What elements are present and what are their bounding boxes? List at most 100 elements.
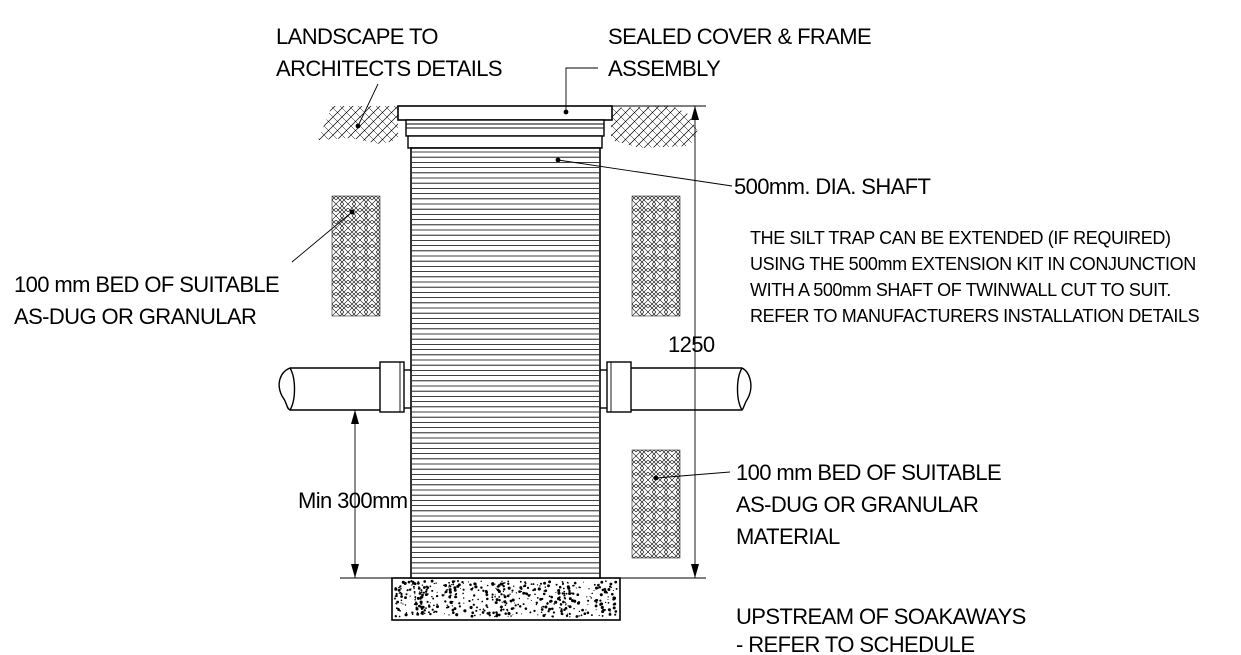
- shaft-label: 500mm. DIA. SHAFT: [734, 174, 931, 199]
- concrete-speckle: [608, 585, 612, 588]
- concrete-speckle: [517, 603, 520, 606]
- concrete-speckle: [448, 588, 452, 592]
- concrete-speckle: [515, 592, 518, 594]
- concrete-speckle: [451, 600, 454, 603]
- concrete-speckle: [449, 585, 452, 588]
- concrete-speckle: [482, 589, 485, 592]
- concrete-speckle: [537, 587, 541, 591]
- concrete-speckle: [591, 592, 593, 595]
- concrete-speckle: [543, 581, 547, 585]
- concrete-speckle: [536, 597, 539, 599]
- concrete-speckle: [533, 588, 537, 591]
- concrete-speckle: [408, 588, 412, 591]
- concrete-speckle: [555, 583, 558, 586]
- concrete-speckle: [564, 601, 567, 604]
- concrete-speckle: [546, 602, 549, 605]
- concrete-speckle: [451, 608, 455, 612]
- concrete-speckle: [566, 615, 569, 617]
- concrete-speckle: [411, 584, 413, 586]
- concrete-speckle: [562, 600, 565, 604]
- concrete-speckle: [525, 592, 529, 596]
- concrete-speckle: [399, 585, 402, 588]
- concrete-speckle: [452, 611, 455, 614]
- concrete-speckle: [416, 612, 420, 616]
- concrete-speckle: [593, 589, 595, 592]
- concrete-speckle: [529, 611, 532, 614]
- concrete-speckle: [568, 605, 572, 609]
- concrete-speckle: [500, 605, 503, 609]
- concrete-speckle: [548, 607, 552, 611]
- note-line3: WITH A 500mm SHAFT OF TWINWALL CUT TO SU…: [750, 280, 1171, 300]
- concrete-speckle: [419, 591, 421, 593]
- concrete-speckle: [467, 581, 469, 583]
- concrete-speckle: [414, 602, 418, 606]
- concrete-speckle: [535, 603, 538, 606]
- concrete-speckle: [565, 592, 568, 595]
- concrete-speckle: [447, 605, 450, 609]
- concrete-speckle: [450, 584, 452, 586]
- concrete-speckle: [565, 603, 567, 605]
- concrete-speckle: [476, 606, 478, 609]
- concrete-speckle: [433, 604, 435, 607]
- concrete-speckle: [563, 592, 566, 595]
- landscape-label-line1: LANDSCAPE TO: [276, 24, 438, 49]
- concrete-speckle: [420, 607, 424, 611]
- concrete-speckle: [441, 593, 445, 597]
- concrete-speckle: [424, 590, 428, 593]
- concrete-speckle: [562, 587, 565, 590]
- concrete-speckle: [503, 588, 506, 591]
- concrete-speckle: [473, 614, 476, 617]
- concrete-speckle: [512, 614, 514, 616]
- concrete-speckle: [452, 583, 455, 586]
- concrete-speckle: [485, 604, 488, 607]
- concrete-speckle: [495, 587, 497, 589]
- concrete-speckle: [527, 598, 529, 600]
- concrete-speckle: [458, 605, 461, 608]
- concrete-speckle: [583, 581, 585, 583]
- concrete-speckle: [572, 584, 575, 587]
- concrete-speckle: [451, 605, 453, 607]
- concrete-speckle: [558, 585, 562, 589]
- labels: LANDSCAPE TO ARCHITECTS DETAILS SEALED C…: [14, 24, 1200, 655]
- concrete-speckle: [578, 615, 580, 617]
- concrete-speckle: [504, 595, 507, 599]
- concrete-speckle: [607, 608, 611, 612]
- concrete-speckle: [507, 580, 510, 583]
- concrete-speckle: [436, 603, 438, 606]
- concrete-speckle: [566, 608, 568, 610]
- concrete-speckle: [454, 580, 456, 582]
- concrete-speckle: [612, 597, 614, 599]
- concrete-speckle: [431, 608, 434, 611]
- concrete-speckle: [503, 594, 505, 596]
- concrete-speckle: [479, 614, 481, 616]
- concrete-speckle: [518, 597, 521, 600]
- concrete-speckle: [433, 582, 435, 585]
- concrete-speckle: [595, 598, 599, 602]
- concrete-speckle: [534, 593, 536, 596]
- concrete-speckle: [428, 611, 430, 614]
- concrete-speckle: [413, 582, 417, 586]
- concrete-speckle: [510, 615, 512, 617]
- note-line4: REFER TO MANUFACTURERS INSTALLATION DETA…: [750, 306, 1200, 326]
- concrete-speckle: [494, 615, 496, 618]
- concrete-speckle: [612, 597, 615, 601]
- concrete-speckle: [486, 584, 489, 587]
- concrete-speckle: [607, 598, 609, 601]
- concrete-speckle: [526, 586, 530, 590]
- concrete-speckle: [514, 604, 517, 607]
- concrete-speckle: [494, 601, 498, 605]
- concrete-speckle: [397, 588, 401, 592]
- concrete-speckle: [405, 593, 408, 596]
- concrete-speckle: [429, 612, 432, 616]
- concrete-speckle: [505, 602, 508, 604]
- concrete-speckle: [491, 582, 495, 586]
- concrete-speckle: [524, 581, 527, 584]
- concrete-speckle: [406, 589, 409, 592]
- concrete-speckle: [608, 612, 612, 616]
- bed-right-label-line3: MATERIAL: [736, 524, 840, 549]
- concrete-speckle: [587, 604, 589, 606]
- concrete-speckle: [457, 580, 459, 582]
- note-line1: THE SILT TRAP CAN BE EXTENDED (IF REQUIR…: [750, 228, 1171, 248]
- concrete-speckle: [599, 603, 602, 606]
